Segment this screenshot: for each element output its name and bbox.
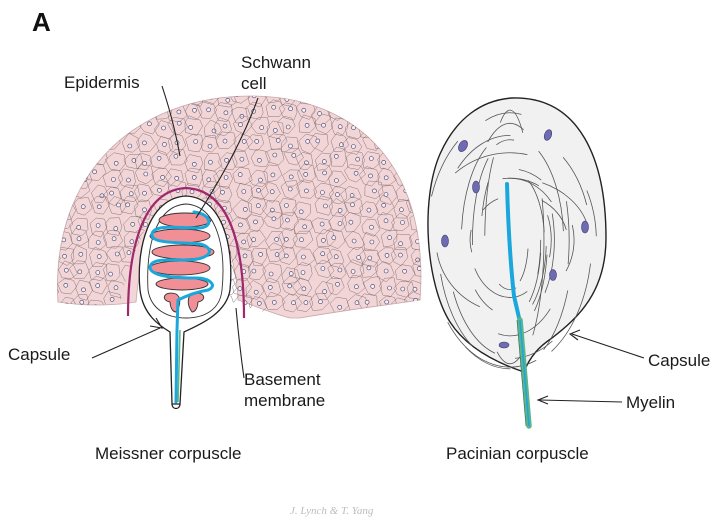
panel-letter: A bbox=[32, 7, 51, 37]
pacinian-corpuscle bbox=[428, 98, 606, 426]
label-pacinian-capsule: Capsule bbox=[648, 351, 710, 370]
label-basement-line2: membrane bbox=[244, 391, 325, 410]
caption-pacinian: Pacinian corpuscle bbox=[446, 444, 589, 463]
signature: J. Lynch & T. Yang bbox=[290, 505, 374, 517]
label-meissner-capsule: Capsule bbox=[8, 345, 70, 364]
caption-meissner: Meissner corpuscle bbox=[95, 444, 241, 463]
label-myelin: Myelin bbox=[626, 393, 675, 412]
epidermis-layer bbox=[58, 96, 421, 318]
label-schwann-line2: cell bbox=[241, 74, 267, 93]
label-epidermis: Epidermis bbox=[64, 73, 140, 92]
label-schwann-line1: Schwann bbox=[241, 53, 311, 72]
pacinian-capsule bbox=[428, 98, 606, 372]
meissner-corpuscle bbox=[36, 84, 431, 408]
label-basement-line1: Basement bbox=[244, 370, 321, 389]
